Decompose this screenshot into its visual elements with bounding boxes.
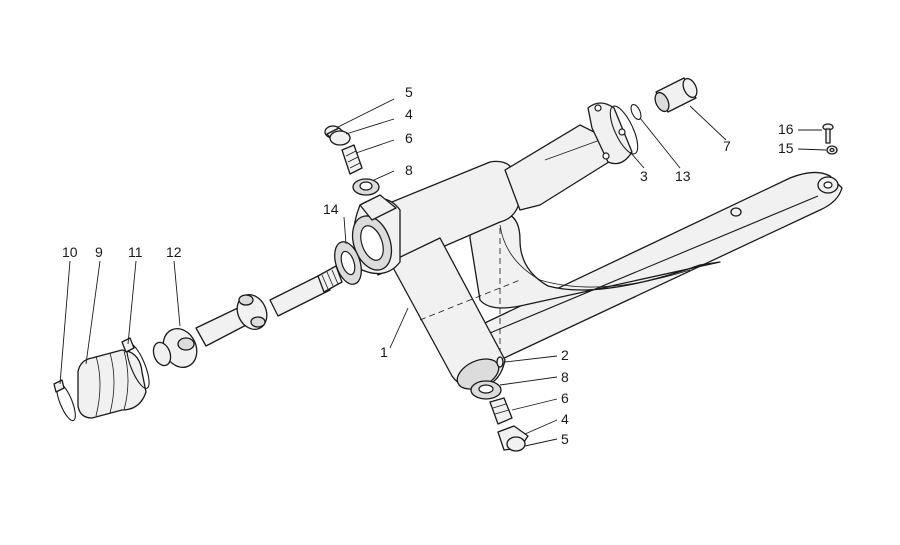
- upper-pivot-pin: [341, 144, 363, 175]
- rear-washer: [826, 145, 838, 155]
- callout-3: 3: [640, 168, 648, 184]
- callout-6-lower: 6: [561, 390, 569, 406]
- leader-lines: [59, 98, 827, 447]
- lower-pivot-cap: [497, 425, 529, 452]
- callout-5-lower: 5: [561, 431, 569, 447]
- callout-1: 1: [380, 344, 388, 360]
- upper-pivot-cap: [324, 125, 351, 146]
- rear-sleeve: [654, 77, 698, 113]
- drive-shaft: [152, 265, 343, 368]
- upper-bearing: [352, 178, 380, 196]
- lower-pivot-pin: [489, 397, 513, 425]
- callout-12: 12: [166, 244, 182, 260]
- callout-8-upper: 8: [405, 162, 413, 178]
- universal-joint-rear: [236, 293, 268, 331]
- circlip: [630, 104, 642, 120]
- callout-2: 2: [561, 347, 569, 363]
- callout-7: 7: [723, 138, 731, 154]
- callout-8-lower: 8: [561, 369, 569, 385]
- callout-16: 16: [778, 121, 794, 137]
- callout-13: 13: [675, 168, 691, 184]
- callout-9: 9: [95, 244, 103, 260]
- universal-joint-front: [152, 328, 198, 368]
- callout-14: 14: [323, 201, 339, 217]
- callout-5-upper: 5: [405, 84, 413, 100]
- callout-4-upper: 4: [405, 106, 413, 122]
- splined-end: [317, 265, 343, 293]
- callout-15: 15: [778, 140, 794, 156]
- dust-boot: [77, 349, 147, 419]
- callout-6-upper: 6: [405, 130, 413, 146]
- swingarm-body: [351, 102, 843, 390]
- clamp-small: [53, 379, 76, 422]
- callout-labels: 5 4 6 8 14 1 2 8 6 4 5 3 13 7 16 15 10 9…: [62, 84, 794, 447]
- callout-11: 11: [128, 244, 143, 260]
- lower-grease-nipple: [496, 356, 504, 368]
- callout-10: 10: [62, 244, 78, 260]
- clamp-large: [121, 337, 150, 389]
- o-ring: [609, 105, 639, 155]
- lower-bearing: [470, 380, 502, 400]
- callout-4-lower: 4: [561, 411, 569, 427]
- rear-bolt: [822, 123, 834, 144]
